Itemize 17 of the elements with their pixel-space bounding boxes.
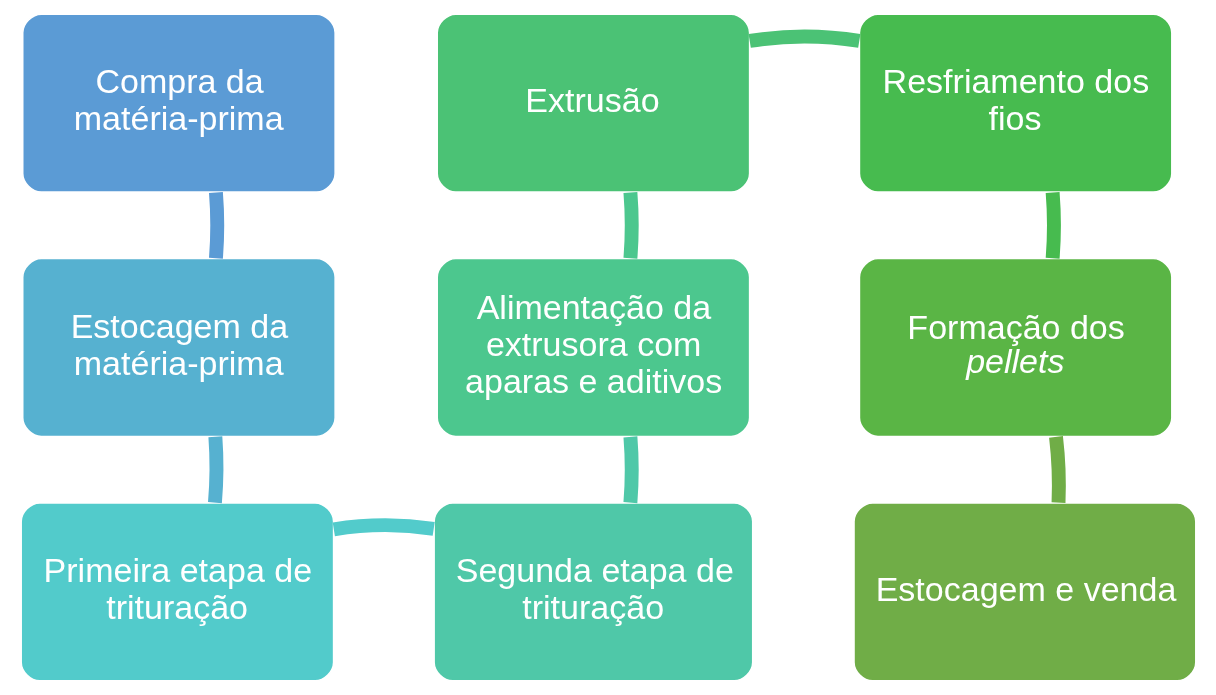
connector [1048, 436, 1066, 503]
connector [622, 436, 639, 504]
node-box: Alimentação da extrusora com aparas e aditivos [435, 257, 750, 438]
node-box: Resfriamento dos fios [858, 13, 1173, 193]
connector [622, 192, 639, 259]
node-box: Segunda etapa de trituração [432, 502, 753, 682]
node-box: Compra da matéria-prima [21, 13, 336, 193]
connector [332, 518, 435, 537]
connector [1045, 191, 1061, 259]
node-box: Estocagem e venda [852, 502, 1197, 682]
connector [748, 29, 860, 48]
node-box: Primeira etapa de trituração [19, 502, 334, 682]
node-box: Estocagem da matéria-prima [21, 257, 336, 438]
node-box: Formação dos pellets [858, 257, 1173, 438]
connector [207, 436, 223, 504]
connector [208, 191, 224, 259]
node-box: Extrusão [435, 13, 750, 193]
